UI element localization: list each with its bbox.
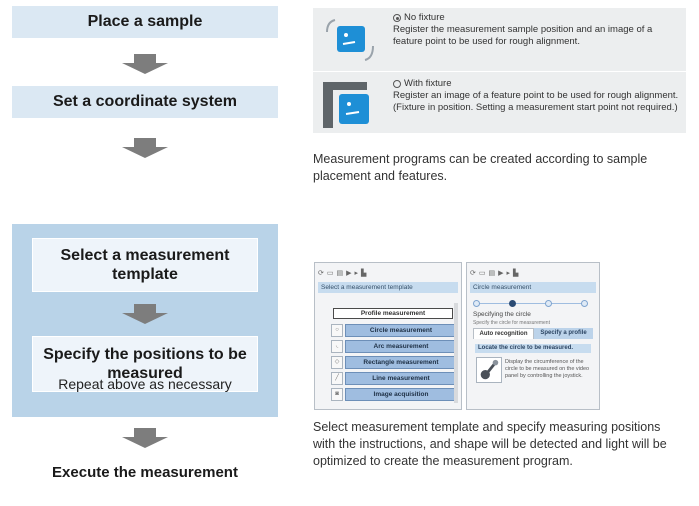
- no-fixture-option: No fixture Register the measurement samp…: [313, 8, 686, 66]
- arc-measurement-button[interactable]: ◟ Arc measurement: [331, 340, 457, 353]
- toolbar: ⟳ ▭ ▤ ▶ ▸ ▙: [470, 269, 518, 277]
- with-fixture-text: With fixture Register an image of a feat…: [393, 78, 683, 114]
- down-arrow-icon: [122, 54, 168, 74]
- no-fixture-radio-row[interactable]: No fixture: [393, 12, 683, 24]
- sample-with-fixture-icon: [323, 82, 369, 128]
- arc-icon: ◟: [331, 340, 343, 353]
- panel-title: Specifying the circle: [473, 311, 531, 318]
- circle-measurement-screenshot: ⟳ ▭ ▤ ▶ ▸ ▙ Circle measurement Specifyin…: [466, 262, 600, 410]
- no-fixture-text: No fixture Register the measurement samp…: [393, 12, 683, 48]
- option-description: Register the measurement sample position…: [393, 24, 653, 47]
- button-label: Line measurement: [345, 372, 457, 385]
- tab-specify-profile[interactable]: Specify a profile: [534, 328, 593, 339]
- step-dot: [581, 300, 588, 307]
- locate-instruction: Locate the circle to be measured.: [475, 344, 591, 353]
- screenshot-header: Circle measurement: [470, 282, 596, 293]
- toolbar-icon: ▭: [478, 270, 486, 277]
- step-label: Execute the measurement: [52, 463, 238, 481]
- button-label: Arc measurement: [345, 340, 457, 353]
- scrollbar[interactable]: [454, 303, 458, 403]
- step-execute-measurement: Execute the measurement: [12, 456, 278, 488]
- progress-steps: [473, 300, 589, 308]
- toolbar: ⟳ ▭ ▤ ▶ ▸ ▙: [318, 269, 366, 277]
- circle-icon: ○: [331, 324, 343, 337]
- toolbar-icon: ⟳: [470, 270, 476, 277]
- recognition-tabs: Auto recognition Specify a profile: [473, 328, 593, 339]
- option-label: No fixture: [404, 12, 445, 23]
- with-fixture-option: With fixture Register an image of a feat…: [313, 74, 686, 132]
- caption-template: Select measurement template and specify …: [313, 420, 667, 468]
- line-measurement-button[interactable]: ╱ Line measurement: [331, 372, 457, 385]
- dropdown-label: Profile measurement: [360, 310, 426, 317]
- line-icon: ╱: [331, 372, 343, 385]
- option-description: Register an image of a feature point to …: [393, 90, 679, 113]
- repeat-note: Repeat above as necessary: [58, 376, 232, 392]
- step-specify-positions: Specify the positions to be measured: [32, 336, 258, 392]
- joystick-icon: [476, 357, 502, 383]
- step-label: Set a coordinate system: [52, 93, 238, 110]
- image-acquisition-button[interactable]: ◙ Image acquisition: [331, 388, 457, 401]
- repeat-group: Select a measurement template Specify th…: [12, 224, 278, 417]
- down-arrow-icon: [122, 138, 168, 158]
- toolbar-icon: ▸: [506, 270, 511, 277]
- profile-dropdown[interactable]: Profile measurement: [333, 308, 453, 319]
- template-list-screenshot: ⟳ ▭ ▤ ▶ ▸ ▙ Select a measurement templat…: [314, 262, 462, 410]
- toolbar-icon: ⟳: [318, 270, 324, 277]
- down-arrow-icon: [122, 304, 168, 324]
- caption-programs: Measurement programs can be created acco…: [313, 152, 648, 183]
- toolbar-icon: ▙: [361, 270, 367, 277]
- step-label: Select a measurement template: [60, 247, 230, 283]
- toolbar-icon: ▭: [326, 270, 334, 277]
- step-dot-active: [509, 300, 516, 307]
- circle-measurement-button[interactable]: ○ Circle measurement: [331, 324, 457, 337]
- fixture-panel: No fixture Register the measurement samp…: [313, 8, 686, 133]
- with-fixture-radio-row[interactable]: With fixture: [393, 78, 683, 90]
- button-label: Circle measurement: [345, 324, 457, 337]
- down-arrow-icon: [122, 428, 168, 448]
- panel-subtitle: Specify the circle for measurement: [473, 320, 550, 326]
- joystick-hint: Display the circumference of the circle …: [505, 359, 590, 379]
- step-label: Place a sample: [87, 13, 203, 30]
- step-place-sample: Place a sample: [12, 6, 278, 38]
- step-select-template: Select a measurement template: [32, 238, 258, 292]
- toolbar-icon: ▤: [336, 270, 344, 277]
- button-label: Rectangle measurement: [345, 356, 457, 369]
- camera-icon: ◙: [331, 388, 343, 401]
- rectangle-measurement-button[interactable]: ◇ Rectangle measurement: [331, 356, 457, 369]
- step-dot: [545, 300, 552, 307]
- step-dot: [473, 300, 480, 307]
- rectangle-icon: ◇: [331, 356, 343, 369]
- button-label: Image acquisition: [345, 388, 457, 401]
- screenshot-header: Select a measurement template: [318, 282, 458, 293]
- tab-auto-recognition[interactable]: Auto recognition: [473, 328, 534, 339]
- step-label: Specify the positions to be measured: [43, 346, 247, 382]
- toolbar-icon: ▶: [346, 270, 352, 277]
- step-set-coordinate-system: Set a coordinate system: [12, 86, 278, 118]
- radio-unselected-icon[interactable]: [393, 80, 401, 88]
- toolbar-icon: ▶: [498, 270, 504, 277]
- option-label: With fixture: [404, 78, 452, 89]
- sample-no-fixture-icon: [326, 19, 374, 61]
- divider: [313, 71, 686, 72]
- toolbar-icon: ▤: [488, 270, 496, 277]
- radio-selected-icon[interactable]: [393, 14, 401, 22]
- toolbar-icon: ▙: [513, 270, 519, 277]
- toolbar-icon: ▸: [354, 270, 359, 277]
